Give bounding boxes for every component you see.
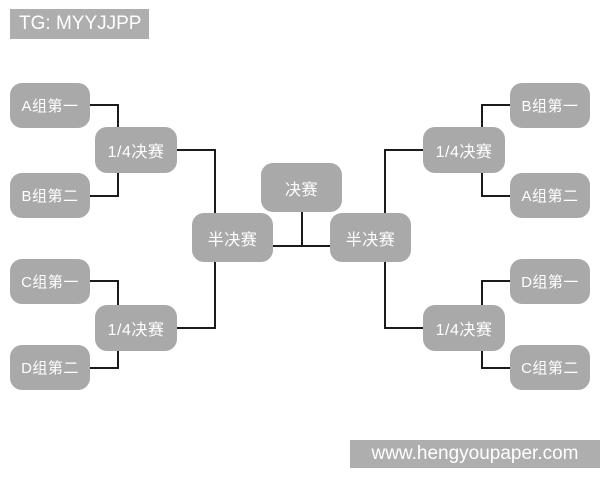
site-watermark-banner: www.hengyoupaper.com <box>350 440 600 468</box>
team-box-group-a-first: A组第一 <box>10 83 90 128</box>
team-box-group-c-first: C组第一 <box>10 259 90 304</box>
final-box: 决赛 <box>261 163 342 212</box>
tg-watermark-banner: TG: MYYJJPP <box>10 9 149 39</box>
team-box-group-d-second: D组第二 <box>10 345 90 390</box>
team-box-group-c-second: C组第二 <box>510 345 590 390</box>
semifinal-box-right: 半决赛 <box>330 213 411 262</box>
team-box-group-b-first: B组第一 <box>510 83 590 128</box>
semifinal-box-left: 半决赛 <box>192 213 273 262</box>
team-box-group-a-second: A组第二 <box>510 173 590 218</box>
team-box-group-d-first: D组第一 <box>510 259 590 304</box>
team-box-group-b-second: B组第二 <box>10 173 90 218</box>
quarterfinal-box-top-right: 1/4决赛 <box>423 127 505 173</box>
quarterfinal-box-bottom-left: 1/4决赛 <box>95 305 177 351</box>
quarterfinal-box-top-left: 1/4决赛 <box>95 127 177 173</box>
quarterfinal-box-bottom-right: 1/4决赛 <box>423 305 505 351</box>
